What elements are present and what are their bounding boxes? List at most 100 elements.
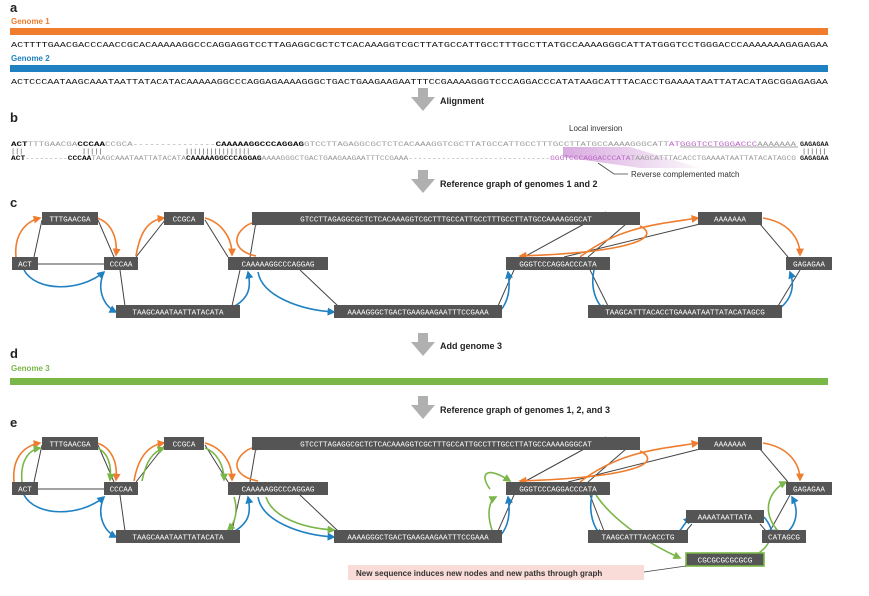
- graph-node-label: TAAGCAAATAATTATACATA: [132, 535, 224, 543]
- graph-node-n_gtcc: GTCCTTAGAGGCGCTCTCACAAAGGTCGCTTTGCCATTGC…: [252, 212, 640, 225]
- alignment-row-1-end: GAGAGAA: [800, 141, 829, 149]
- graph-node-n_gggt: GGGTCCCAGGACCCATA: [506, 257, 610, 270]
- graph-node-n_aaaaaaa: AAAAAAA: [698, 212, 762, 225]
- match-bars-2: |||||: [82, 148, 102, 156]
- step-ref12-label: Reference graph of genomes 1 and 2: [440, 179, 598, 189]
- graph-node-label: AAAAGGGCTGACTGAAGAAGAATTTCCGAAA: [347, 535, 489, 543]
- graph-node-n_tttg: TTTGAACGA: [42, 212, 98, 225]
- genome1-sequence: ACTTTTGAACGACCCAACCGCACAAAAAGGCCCAGGAGGT…: [11, 42, 829, 50]
- graph-node-n_caaaa: CAAAAAGGCCCAGGAG: [228, 482, 328, 495]
- graph-node-label: GTCCTTAGAGGCGCTCTCACAAAGGTCGCTTTGCCATTGC…: [300, 217, 592, 225]
- graph-node-n_taagcatt: TAAGCATTTACACCTG: [588, 530, 688, 543]
- down-arrow-alignment: [411, 88, 435, 111]
- graph-node-n_aaaat: AAAATAATTATA: [686, 510, 764, 523]
- genome2-sequence: ACTCCCAATAAGCAAATAATTATACATACAAAAAGGCCCA…: [11, 79, 829, 87]
- graph-node-box: [252, 437, 640, 450]
- graph-node-label: GGGTCCCAGGACCCATA: [519, 262, 597, 270]
- panel-label-e: e: [10, 415, 17, 430]
- genome1-bar: [10, 28, 828, 35]
- graph-node-box: [762, 530, 806, 543]
- graph-node-box: [334, 530, 502, 543]
- graph-node-box: [685, 552, 765, 567]
- graph-node-box: [116, 530, 240, 543]
- alignment-segment: AAAAAAA: [757, 141, 797, 149]
- graph-node-n_taagc: TAAGCAAATAATTATACATA: [116, 305, 240, 318]
- graph-node-label: AAAAAAA: [714, 442, 746, 450]
- graph-node-label: ACT: [18, 262, 32, 270]
- step-add3-label: Add genome 3: [440, 341, 502, 351]
- graph-node-label: GGGTCCCAGGACCCATA: [519, 487, 597, 495]
- graph-node-box: [252, 212, 640, 225]
- graph-node-label: AAAATAATTATA: [698, 515, 753, 523]
- footnote-pointer: [643, 565, 687, 573]
- graph-node-box: [686, 510, 764, 523]
- graph-node-box: [786, 257, 832, 270]
- graph-c-nodes: ACTTTTGAACGACCCAACCGCATAAGCAAATAATTATACA…: [12, 212, 832, 318]
- graph-node-n_aaaag: AAAAGGGCTGACTGAAGAAGAATTTCCGAAA: [334, 530, 502, 543]
- graph-c-genome1-path: [15, 214, 804, 260]
- reverse-match-pointer: [597, 162, 628, 175]
- graph-node-box: [12, 482, 38, 495]
- graph-node-n_catagcg: CATAGCG: [762, 530, 806, 543]
- alignment-segment: ACT: [11, 155, 25, 163]
- graph-c-edges: [33, 211, 801, 307]
- graph-node-n_act: ACT: [12, 257, 38, 270]
- graph-node-n_aaaag: AAAAGGGCTGACTGAAGAAGAATTTCCGAAA: [334, 305, 502, 318]
- match-bars-3: ||||||||||||||||: [185, 148, 250, 156]
- alignment-segment: TTTGAACGA: [28, 141, 79, 149]
- graph-e-genome1-path: [13, 439, 804, 485]
- graph-node-box: [506, 482, 610, 495]
- down-arrow-ref12: [411, 170, 435, 193]
- graph-node-box: [164, 437, 204, 450]
- panel-label-d: d: [10, 346, 18, 361]
- local-inversion-label: Local inversion: [569, 124, 622, 133]
- graph-node-box: [588, 530, 688, 543]
- graph-node-box: [116, 305, 240, 318]
- graph-node-label: ACT: [18, 487, 32, 495]
- panel-label-a: a: [10, 0, 18, 15]
- match-bars-4: ||||||: [802, 148, 826, 156]
- graph-node-n_taagcatt: TAAGCATTTACACCTGAAAATAATTATACATAGCG: [588, 305, 782, 318]
- alignment-segment: CCCAA: [77, 141, 106, 149]
- graph-node-label: AAAAGGGCTGACTGAAGAAGAATTTCCGAAA: [347, 310, 489, 318]
- alignment-segment: CAAAAAGGCCCAGGAG: [186, 155, 262, 163]
- alignment-segment: GGGTCCCAGGACCCATA: [550, 155, 631, 163]
- graph-node-box: [228, 257, 328, 270]
- graph-node-n_caaaa: CAAAAAGGCCCAGGAG: [228, 257, 328, 270]
- alignment-segment: GTCCTTAGAGGCGCTCTCACAAAGGTCGCTTATGCCATTG…: [304, 141, 669, 149]
- graph-node-box: [334, 305, 502, 318]
- graph-node-box: [164, 212, 204, 225]
- alignment-segment: TAAGCATTTACACCTGAAAATAATTATACATAGCG: [630, 155, 796, 163]
- match-bars-1: |||: [11, 148, 23, 156]
- graph-node-box: [12, 257, 38, 270]
- step-ref123-label: Reference graph of genomes 1, 2, and 3: [440, 405, 610, 415]
- footnote-text: New sequence induces new nodes and new p…: [356, 569, 602, 578]
- graph-node-label: TTTGAACGA: [49, 442, 90, 450]
- graph-node-label: CATAGCG: [768, 535, 800, 543]
- graph-node-label: CCCAA: [110, 262, 133, 270]
- genome1-label: Genome 1: [11, 17, 50, 26]
- graph-node-label: CAAAAAGGCCCAGGAG: [242, 262, 315, 270]
- graph-node-box: [786, 482, 832, 495]
- graph-node-box: [104, 482, 138, 495]
- graph-node-label: GAGAGAA: [793, 487, 825, 495]
- inversion-highlight: [563, 147, 700, 168]
- graph-node-n_aaaaaaa: AAAAAAA: [698, 437, 762, 450]
- graph-node-label: GAGAGAA: [793, 262, 825, 270]
- genome3-label: Genome 3: [11, 364, 50, 373]
- graph-node-n_ccgca: CCGCA: [164, 437, 204, 450]
- panel-label-b: b: [10, 110, 18, 125]
- alignment-segment: ---------------: [133, 141, 216, 149]
- graph-node-n_tttg: TTTGAACGA: [42, 437, 98, 450]
- graph-node-box: [506, 257, 610, 270]
- graph-node-n_cccaa: CCCAA: [104, 482, 138, 495]
- graph-node-box: [104, 257, 138, 270]
- alignment-segment: ------------------------------: [408, 155, 550, 163]
- graph-node-box: [42, 212, 98, 225]
- alignment-segment: CAAAAAGGCCCAGGAG: [216, 141, 304, 149]
- graph-e-genome3-path: [20, 445, 788, 560]
- graph-node-n_gagagaa: GAGAGAA: [786, 482, 832, 495]
- graph-node-box: [588, 305, 782, 318]
- genome2-label: Genome 2: [11, 54, 50, 63]
